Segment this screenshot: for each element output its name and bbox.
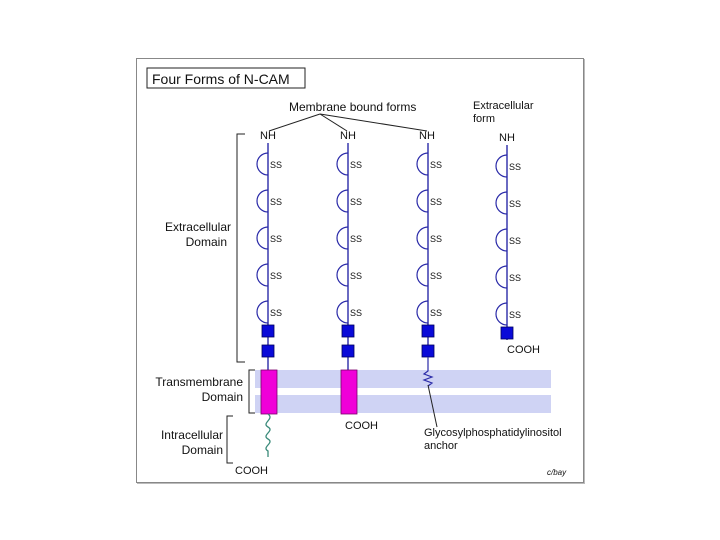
form-1-nh-label: NH <box>260 130 276 142</box>
form-2-fn3-box-2 <box>341 344 355 358</box>
transmembrane-bracket <box>248 369 255 414</box>
form-3-disulfide-label-1: SS <box>430 160 442 170</box>
form-4-nh-label: NH <box>499 132 515 144</box>
form-4-fn3-box-1 <box>500 326 514 340</box>
form-2-ig-loop-5 <box>336 300 349 324</box>
form-1-ig-loop-5 <box>256 300 269 324</box>
gpi-anchor-label-line1: Glycosylphosphatidylinositol <box>424 427 562 439</box>
form-2-disulfide-label-2: SS <box>350 197 362 207</box>
intracellular-domain-label-line2: Domain <box>182 443 223 457</box>
form-4-disulfide-label-2: SS <box>509 199 521 209</box>
form-2-disulfide-label-3: SS <box>350 234 362 244</box>
form-2-cooh-label: COOH <box>345 420 378 432</box>
form-1-cooh-label: COOH <box>235 465 268 477</box>
form-2-short-tail: NH COOH SS SS SS SS SS <box>336 130 378 432</box>
form-2-disulfide-label-4: SS <box>350 271 362 281</box>
membrane-band-inner <box>255 395 551 413</box>
form-4-ig-loop-3 <box>495 228 508 252</box>
form-1-cytoplasmic-tail <box>265 413 271 457</box>
form-3-gpi-anchor-squiggle <box>422 357 434 387</box>
form-1-ig-loop-4 <box>256 263 269 287</box>
extracellular-domain-label-line1: Extracellular <box>165 220 231 234</box>
figure-frame: Four Forms of N-CAM Membrane bound forms… <box>136 58 584 483</box>
form-1-fn3-box-1 <box>261 324 275 338</box>
extracellular-bracket <box>236 133 245 363</box>
domain-brackets <box>226 133 255 464</box>
form-3-nh-label: NH <box>419 130 435 142</box>
form-1-ig-loop-1 <box>256 152 269 176</box>
form-3-disulfide-label-5: SS <box>430 308 442 318</box>
form-2-nh-label: NH <box>340 130 356 142</box>
intracellular-bracket <box>226 415 233 464</box>
form-1-disulfide-label-2: SS <box>270 197 282 207</box>
form-3-disulfide-label-3: SS <box>430 234 442 244</box>
title-box <box>146 67 306 89</box>
form-4-disulfide-label-3: SS <box>509 236 521 246</box>
form-3-ig-loop-3 <box>416 226 429 250</box>
transmembrane-domain-label-line1: Transmembrane <box>155 375 243 389</box>
form-4-ig-loop-1 <box>495 154 508 178</box>
form-3-disulfide-label-2: SS <box>430 197 442 207</box>
form-4-cooh-label: COOH <box>507 344 540 356</box>
membrane-band-outer <box>255 370 551 388</box>
form-3-ig-loop-5 <box>416 300 429 324</box>
form-1-disulfide-label-3: SS <box>270 234 282 244</box>
form-3-ig-loop-1 <box>416 152 429 176</box>
transmembrane-domain-label-line2: Domain <box>202 390 243 404</box>
form-2-transmembrane-segment <box>340 369 358 415</box>
form-4-disulfide-label-5: SS <box>509 310 521 320</box>
header-pointer-lines <box>268 113 428 132</box>
form-4-disulfide-label-1: SS <box>509 162 521 172</box>
form-4-extracellular: NH COOH SS SS SS SS SS <box>495 132 540 356</box>
form-2-ig-loop-3 <box>336 226 349 250</box>
form-3-gpi-anchored: NH Glycosylphosphatidylinositol anchor S… <box>416 130 562 452</box>
form-3-ig-loop-2 <box>416 189 429 213</box>
membrane-forms-header: Membrane bound forms <box>289 100 416 114</box>
form-2-fn3-box-1 <box>341 324 355 338</box>
form-1-fn3-box-2 <box>261 344 275 358</box>
form-3-fn3-box-2 <box>421 344 435 358</box>
ncam-diagram: Four Forms of N-CAM Membrane bound forms… <box>146 67 567 477</box>
form-1-ig-loop-3 <box>256 226 269 250</box>
diagram-title: Four Forms of N-CAM <box>152 71 290 87</box>
form-4-ig-loop-4 <box>495 265 508 289</box>
form-1-transmembrane-segment <box>260 369 278 415</box>
extracellular-form-header-line1: Extracellular <box>473 100 534 112</box>
form-3-fn3-box-1 <box>421 324 435 338</box>
extracellular-form-header-line2: form <box>473 113 495 125</box>
credit-text: c/bay <box>547 468 567 477</box>
form-2-disulfide-label-1: SS <box>350 160 362 170</box>
form-1-disulfide-label-5: SS <box>270 308 282 318</box>
form-1-ig-loop-2 <box>256 189 269 213</box>
form-2-ig-loop-2 <box>336 189 349 213</box>
intracellular-domain-label-line1: Intracellular <box>161 428 223 442</box>
form-1-long-tail: NH COOH SS SS SS SS SS <box>235 130 282 477</box>
form-2-ig-loop-1 <box>336 152 349 176</box>
extracellular-domain-label-line2: Domain <box>186 235 227 249</box>
form-1-disulfide-label-4: SS <box>270 271 282 281</box>
form-2-ig-loop-4 <box>336 263 349 287</box>
form-4-ig-loop-5 <box>495 302 508 326</box>
form-3-disulfide-label-4: SS <box>430 271 442 281</box>
form-1-disulfide-label-1: SS <box>270 160 282 170</box>
form-3-anchor-pointer <box>427 384 438 428</box>
form-4-disulfide-label-4: SS <box>509 273 521 283</box>
gpi-anchor-label-line2: anchor <box>424 440 458 452</box>
form-4-ig-loop-2 <box>495 191 508 215</box>
form-2-disulfide-label-5: SS <box>350 308 362 318</box>
form-3-ig-loop-4 <box>416 263 429 287</box>
